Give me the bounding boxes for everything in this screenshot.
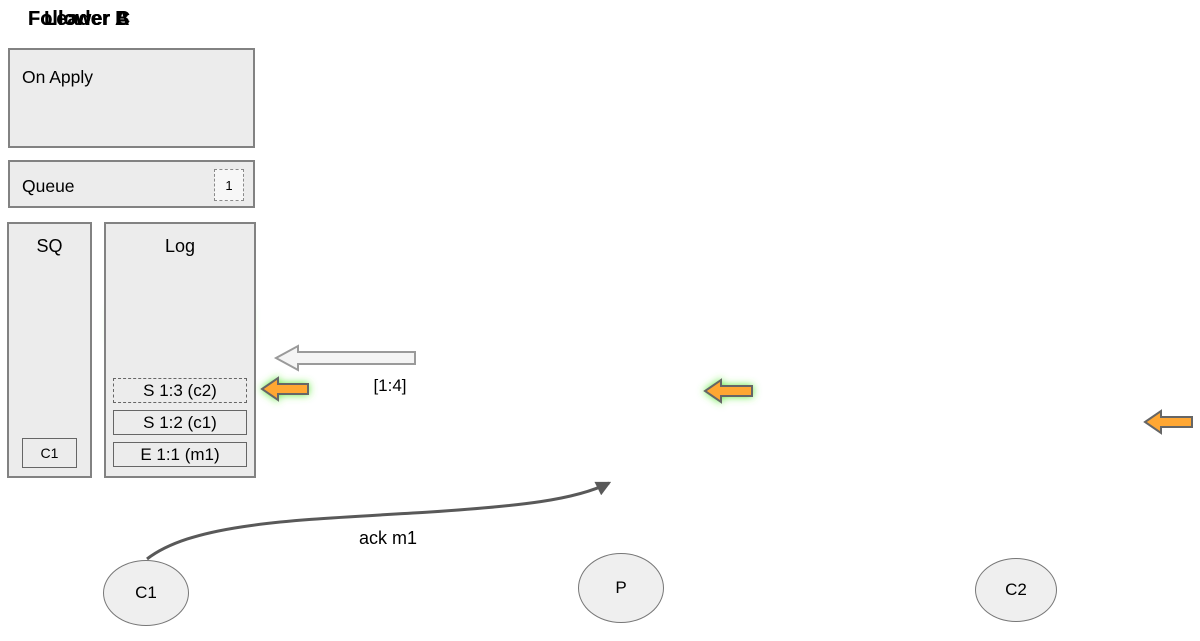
client-c1-ellipse: C1 [103,560,189,626]
sq-item-c1: C1 [22,438,77,468]
ack-m1-label: ack m1 [358,528,418,548]
queue-label: Queue [22,175,75,196]
sq-label: SQ [36,236,63,256]
log-label: Log [164,236,196,256]
proposer-p-ellipse: P [578,553,664,623]
node-title-leader-b: Leader B [44,8,130,30]
log-entry: S 1:2 (c1) [113,410,247,435]
proposer-p-label: P [615,578,627,597]
log-entry: E 1:1 (m1) [113,442,247,467]
apply-pointer-arrow-leader-b-icon [703,378,753,404]
replicate-left-arrow-icon [273,344,416,372]
log-entry: S 1:3 (c2) [113,378,247,403]
apply-pointer-arrow-follower-c-icon [1143,409,1193,435]
node-title-follower-a: Follower A [28,8,130,30]
queue-box: Queue 1 [8,160,255,208]
queue-count-badge: 1 [214,169,244,201]
on-apply-line1: On Apply [22,67,94,87]
node-title-follower-c: Follower C [28,8,131,30]
client-c1-label: C1 [135,583,157,602]
client-c2-ellipse: C2 [975,558,1057,622]
log-box [104,222,256,478]
on-apply-box: On Apply [8,48,255,148]
node-follower-c: Follower C On Apply Queue 1 SQ Log S 1:3… [0,0,270,641]
sq-box [7,222,92,478]
replicate-range-label: [1:4] [373,376,407,395]
client-c2-label: C2 [1005,580,1027,599]
